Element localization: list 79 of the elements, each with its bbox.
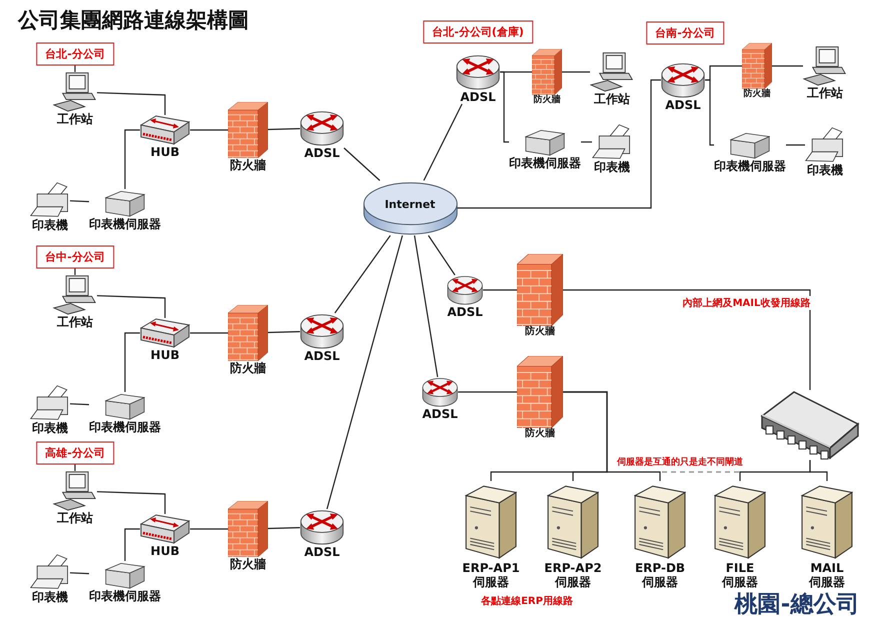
network-cable (414, 235, 438, 378)
branch-label-box: 台南-分公司 (646, 22, 724, 44)
device-label: 防火牆 (230, 557, 266, 571)
network-cable (423, 104, 463, 181)
network-cable (96, 295, 166, 318)
network-cable (772, 65, 803, 67)
network-cable (786, 144, 805, 146)
router-label: ADSL (304, 349, 340, 363)
device-label: 防火牆 (525, 326, 555, 337)
network-cable (268, 128, 300, 130)
network-cable (809, 460, 828, 481)
network-cable (268, 527, 300, 530)
network-cable (190, 129, 228, 131)
network-cable (124, 332, 140, 392)
branch-label-box: 台北-分公司(倉庫) (423, 20, 533, 44)
device-label: HUB (150, 544, 180, 558)
network-cable (70, 200, 90, 202)
device-label: 防火牆 (525, 428, 555, 439)
network-cable (70, 572, 90, 574)
network-cable (428, 235, 456, 276)
device-label: HUB (150, 145, 180, 159)
device-label: 印表機伺服器 (714, 159, 786, 173)
network-cable (268, 331, 300, 334)
network-cable (563, 289, 811, 390)
device-label: 印表機 (594, 160, 630, 174)
device-label: 印表機伺服器 (89, 420, 161, 434)
network-cable (562, 71, 590, 73)
network-cable (344, 148, 380, 181)
edge-label: 內部上網及MAIL收發用線路 (680, 296, 812, 310)
network-cable (326, 235, 403, 510)
network-cable (458, 391, 517, 393)
device-label: 工作站 (57, 112, 93, 126)
device-label: HUB (150, 348, 180, 362)
branch-label-box: 台北-分公司 (36, 42, 114, 66)
network-cable (190, 332, 228, 334)
device-label: 防火牆 (744, 89, 770, 100)
device-label: 印表機 (32, 218, 68, 232)
network-cable (705, 79, 714, 146)
network-cable (563, 391, 661, 481)
device-label: 印表機 (32, 590, 68, 604)
note-text: 伺服器是互通的只是走不同閘道 (615, 456, 745, 468)
device-label: 印表機伺服器 (89, 589, 161, 603)
router-label: ADSL (304, 545, 340, 559)
device-label: 工作站 (807, 86, 843, 100)
server-name: ERP-DB 伺服器 (634, 561, 686, 589)
device-label: 防火牆 (534, 95, 560, 106)
network-cable (483, 289, 517, 291)
router-label: ADSL (447, 305, 483, 319)
note-text: 各點連線ERP用線路 (479, 594, 575, 608)
branch-label-box: 高雄-分公司 (36, 442, 114, 464)
network-cable (334, 235, 391, 314)
device-label: 印表機 (32, 421, 68, 435)
device-label: 印表機伺服器 (89, 217, 161, 231)
network-cable (96, 92, 166, 115)
network-cable (96, 491, 166, 514)
router-label: ADSL (665, 98, 701, 112)
device-label: 工作站 (594, 92, 630, 106)
server-name: ERP-AP1 伺服器 (461, 561, 521, 589)
device-label: 防火牆 (230, 158, 266, 172)
network-cable (458, 79, 661, 209)
server-name: FILE 伺服器 (720, 561, 759, 589)
branch-label-box: 台中-分公司 (36, 246, 114, 268)
server-name: MAIL 伺服器 (808, 561, 846, 589)
device-label: 防火牆 (230, 361, 266, 375)
server-name: ERP-AP2 伺服器 (543, 561, 603, 589)
network-cable (70, 403, 90, 406)
device-label: 印表機 (807, 163, 843, 177)
network-cable (190, 528, 228, 530)
router-label: ADSL (460, 90, 496, 104)
device-label: 印表機伺服器 (509, 156, 581, 170)
device-label: 工作站 (57, 315, 93, 329)
network-cable (124, 528, 140, 561)
diagram-title: 公司集團網路連線架構圖 (18, 7, 249, 34)
network-cable (581, 141, 592, 143)
network-cable (124, 129, 140, 189)
device-label: 工作站 (57, 511, 93, 525)
router-label: ADSL (304, 146, 340, 160)
network-cable (500, 71, 509, 143)
router-label: ADSL (422, 407, 458, 421)
